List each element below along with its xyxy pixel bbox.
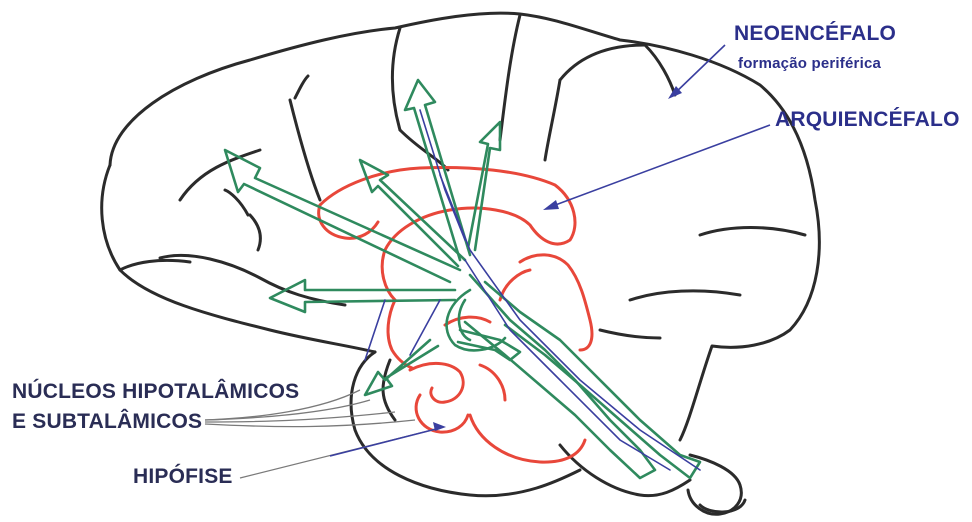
- pointer-hipofise: [240, 422, 446, 478]
- pointer-arquiencefalo: [543, 125, 770, 210]
- label-neoencefalo: NEOENCÉFALO: [734, 22, 896, 46]
- pointer-neoencefalo: [668, 45, 725, 99]
- neocortex-outline: [102, 13, 820, 514]
- label-hipofise: HIPÓFISE: [133, 465, 233, 489]
- neural-pathways: [225, 80, 700, 478]
- label-neoencefalo-sub: formação periférica: [738, 55, 881, 72]
- label-nucleos-line1: NÚCLEOS HIPOTALÂMICOS: [12, 380, 299, 404]
- label-nucleos-line2: E SUBTALÂMICOS: [12, 410, 202, 434]
- label-arquiencefalo: ARQUIENCÉFALO: [775, 108, 960, 132]
